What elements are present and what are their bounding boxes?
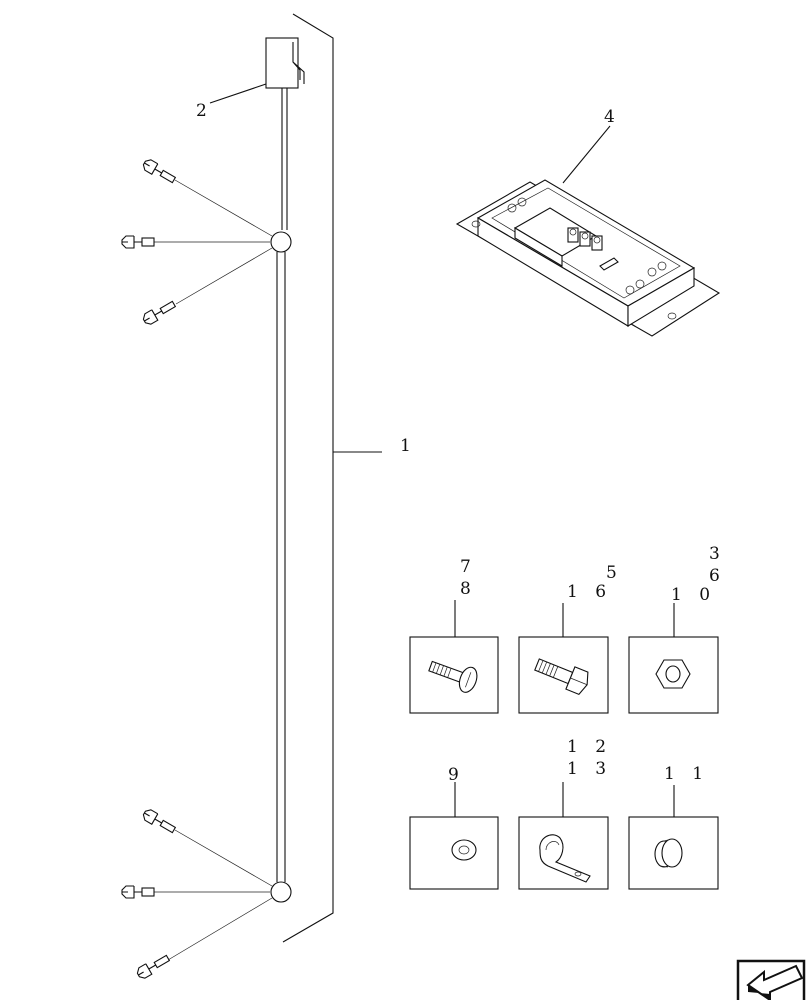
back-arrow-icon[interactable] [736,959,806,1000]
part-box-hex-bolt [518,636,609,714]
callout-5: 5 [606,563,617,583]
callout-11: 1 1 [664,764,709,784]
part-box-carriage-bolt [409,636,499,714]
upper-splice [270,231,292,253]
terminal-u2 [121,235,155,249]
lower-splice [270,881,292,903]
terminal-u3 [142,300,177,325]
terminal-u1 [142,159,177,184]
part-box-plug [628,816,719,890]
callout-9: 9 [448,765,459,785]
terminal-l1 [142,809,177,834]
module-4 [455,179,721,337]
harness-trunk [276,252,286,882]
connector-2 [265,37,305,230]
terminal-l2 [121,885,155,899]
upper-branch-wires [152,179,273,305]
callout-7: 7 [460,557,471,577]
callout-2: 2 [196,101,207,121]
part-box-nut [628,636,719,714]
terminal-l3 [136,954,171,979]
callout-3: 3 [709,544,720,564]
connector-leader [209,83,267,104]
part-box-clamp [518,816,609,890]
callout-13: 1 3 [567,759,612,779]
callout-6: 6 [709,566,720,586]
part-box-washer [409,816,499,890]
callout-4: 4 [604,107,615,127]
callout-12: 1 2 [567,737,612,757]
module-leader [562,125,611,184]
callout-1: 1 [400,436,411,456]
callout-16: 1 6 [567,582,612,602]
callout-8: 8 [460,579,471,599]
harness-bracket [282,13,334,943]
lower-branch-wires [152,829,273,961]
callout-10: 1 0 [671,585,716,605]
